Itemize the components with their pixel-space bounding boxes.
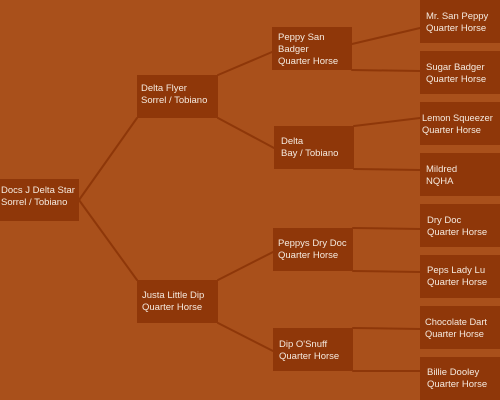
sire-dam-name: Delta	[281, 136, 304, 147]
connector-root-to-dam	[78, 199, 138, 281]
connector-dam-to-dd	[217, 322, 274, 352]
dam-name: Justa Little Dip	[142, 290, 205, 301]
connector-sire-to-sd	[217, 117, 275, 149]
dam-sire-sire-description: Quarter Horse	[427, 227, 488, 238]
dam-sire-node: Peppys Dry Doc Quarter Horse	[273, 228, 353, 271]
dam-dam-name: Dip O'Snuff	[279, 339, 328, 350]
connector-sd-to-g3	[353, 117, 421, 127]
dam-dam-sire-description: Quarter Horse	[425, 329, 484, 339]
subject-horse-node: Docs J Delta Star Sorrel / Tobiano	[0, 179, 79, 221]
sire-sire-sire-node: Mr. San Peppy Quarter Horse	[420, 0, 500, 43]
dam-sire-sire-node: Dry Doc Quarter Horse	[420, 204, 500, 247]
dam-dam-sire-node: Chocolate Dart Quarter Horse	[420, 306, 500, 349]
subject-horse-name: Docs J Delta Star	[1, 185, 75, 196]
connector-ds-to-g6	[352, 270, 421, 273]
sire-sire-sire-description: Quarter Horse	[426, 23, 487, 34]
connector-dd-to-g7	[352, 327, 421, 330]
sire-dam-description: Bay / Tobiano	[281, 148, 339, 159]
dam-dam-dam-node: Billie Dooley Quarter Horse	[420, 357, 500, 400]
sire-sire-name-line-1: Peppy San	[278, 32, 325, 43]
sire-sire-description: Quarter Horse	[278, 56, 339, 67]
sire-sire-name-line-2: Badger	[278, 44, 309, 55]
connector-dam-to-ds	[217, 251, 274, 281]
dam-sire-dam-description: Quarter Horse	[427, 277, 488, 288]
dam-sire-dam-node: Peps Lady Lu Quarter Horse	[420, 255, 500, 298]
subject-horse-description: Sorrel / Tobiano	[1, 197, 68, 208]
sire-sire-dam-description: Quarter Horse	[426, 74, 487, 85]
sire-dam-sire-name: Lemon Squeezer	[422, 113, 493, 123]
dam-sire-sire-name: Dry Doc	[427, 215, 462, 226]
sire-dam-sire-node: Lemon Squeezer Quarter Horse	[420, 102, 500, 145]
sire-node: Delta Flyer Sorrel / Tobiano	[137, 75, 218, 118]
dam-dam-dam-name: Billie Dooley	[427, 367, 480, 378]
sire-sire-dam-name: Sugar Badger	[426, 62, 485, 73]
dam-dam-sire-name: Chocolate Dart	[425, 317, 488, 327]
dam-description: Quarter Horse	[142, 302, 203, 313]
dam-sire-dam-name: Peps Lady Lu	[427, 265, 486, 276]
sire-dam-dam-description: NQHA	[426, 176, 454, 187]
sire-dam-dam-node: Mildred NQHA	[420, 153, 500, 196]
sire-name: Delta Flyer	[141, 83, 187, 94]
connector-sire-to-ss	[217, 51, 273, 76]
sire-sire-sire-name: Mr. San Peppy	[426, 11, 489, 22]
sire-dam-sire-description: Quarter Horse	[422, 125, 481, 135]
connector-sd-to-g4	[353, 168, 421, 171]
sire-description: Sorrel / Tobiano	[141, 95, 208, 106]
connector-ds-to-g5	[352, 227, 421, 230]
sire-dam-node: Delta Bay / Tobiano	[274, 126, 354, 169]
sire-sire-dam-node: Sugar Badger Quarter Horse	[420, 51, 500, 94]
dam-dam-dam-description: Quarter Horse	[427, 379, 488, 390]
dam-dam-description: Quarter Horse	[279, 351, 340, 362]
dam-dam-node: Dip O'Snuff Quarter Horse	[273, 328, 353, 371]
sire-dam-dam-name: Mildred	[426, 164, 458, 175]
dam-node: Justa Little Dip Quarter Horse	[137, 280, 218, 323]
connector-ss-to-g2	[351, 69, 421, 72]
connector-ss-to-g1	[351, 27, 421, 45]
dam-sire-name: Peppys Dry Doc	[278, 238, 347, 249]
sire-sire-node: Peppy San Badger Quarter Horse	[272, 27, 352, 70]
connector-root-to-sire	[78, 117, 138, 201]
dam-sire-description: Quarter Horse	[278, 250, 339, 261]
